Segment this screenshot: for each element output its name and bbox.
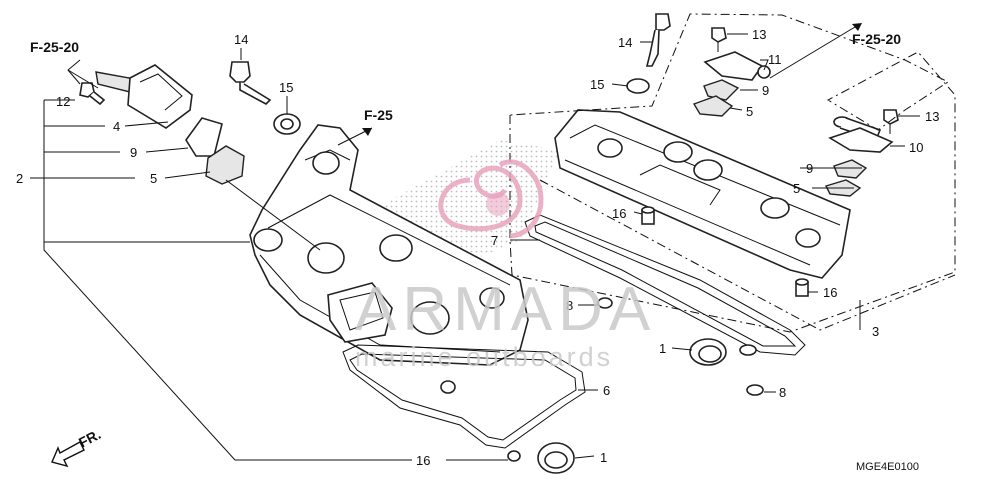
callout-14-right: 14 <box>618 35 632 50</box>
callout-16-right: 16 <box>823 285 837 300</box>
callout-16-mid: 16 <box>612 206 626 221</box>
callout-12: 12 <box>56 94 70 109</box>
callout-11: 11 <box>768 52 782 67</box>
left-small-parts <box>79 61 575 474</box>
callout-1-bottom: 1 <box>600 450 607 465</box>
callout-labels: F-25-20 F-25-20 F-25 14 15 12 4 9 2 5 14… <box>16 27 939 468</box>
watermark-logo: ARMADA marine outboards <box>355 159 656 372</box>
callout-5-top-right: 5 <box>746 104 753 119</box>
ref-f-25: F-25 <box>364 107 393 123</box>
callout-13-right: 13 <box>925 109 939 124</box>
callout-16-bottom: 16 <box>416 453 430 468</box>
callout-9-mid-right: 9 <box>806 161 813 176</box>
callout-15-left: 15 <box>279 80 293 95</box>
callout-13-top: 13 <box>752 27 766 42</box>
diagram-code: MGE4E0100 <box>856 461 919 473</box>
right-head-cover <box>554 109 851 279</box>
callout-3: 3 <box>872 324 879 339</box>
callout-9-left: 9 <box>130 145 137 160</box>
ref-f-25-20-right: F-25-20 <box>852 31 901 47</box>
callout-14-left: 14 <box>234 32 248 47</box>
callout-6: 6 <box>603 383 610 398</box>
callout-15-right: 15 <box>590 77 604 92</box>
gasket-7 <box>524 214 806 356</box>
callout-5-left: 5 <box>150 171 157 186</box>
watermark-swirl <box>438 159 544 239</box>
callout-5-mid-right: 5 <box>793 181 800 196</box>
gasket-6 <box>342 344 586 449</box>
callout-2: 2 <box>16 171 23 186</box>
front-marker-label: FR. <box>76 426 103 451</box>
callout-8-mid: 8 <box>566 298 573 313</box>
ref-f-25-20-left: F-25-20 <box>30 39 79 55</box>
leader-lines <box>30 23 920 461</box>
callout-7: 7 <box>491 233 498 248</box>
front-direction-marker: FR. <box>51 426 103 468</box>
callout-4: 4 <box>113 119 120 134</box>
callout-1-mid: 1 <box>659 341 666 356</box>
watermark-brand: ARMADA <box>355 275 656 344</box>
callout-9-top-right: 9 <box>762 83 769 98</box>
callout-8-bottom: 8 <box>779 385 786 400</box>
watermark-tagline: marine outboards <box>355 342 613 372</box>
callout-10: 10 <box>909 140 923 155</box>
